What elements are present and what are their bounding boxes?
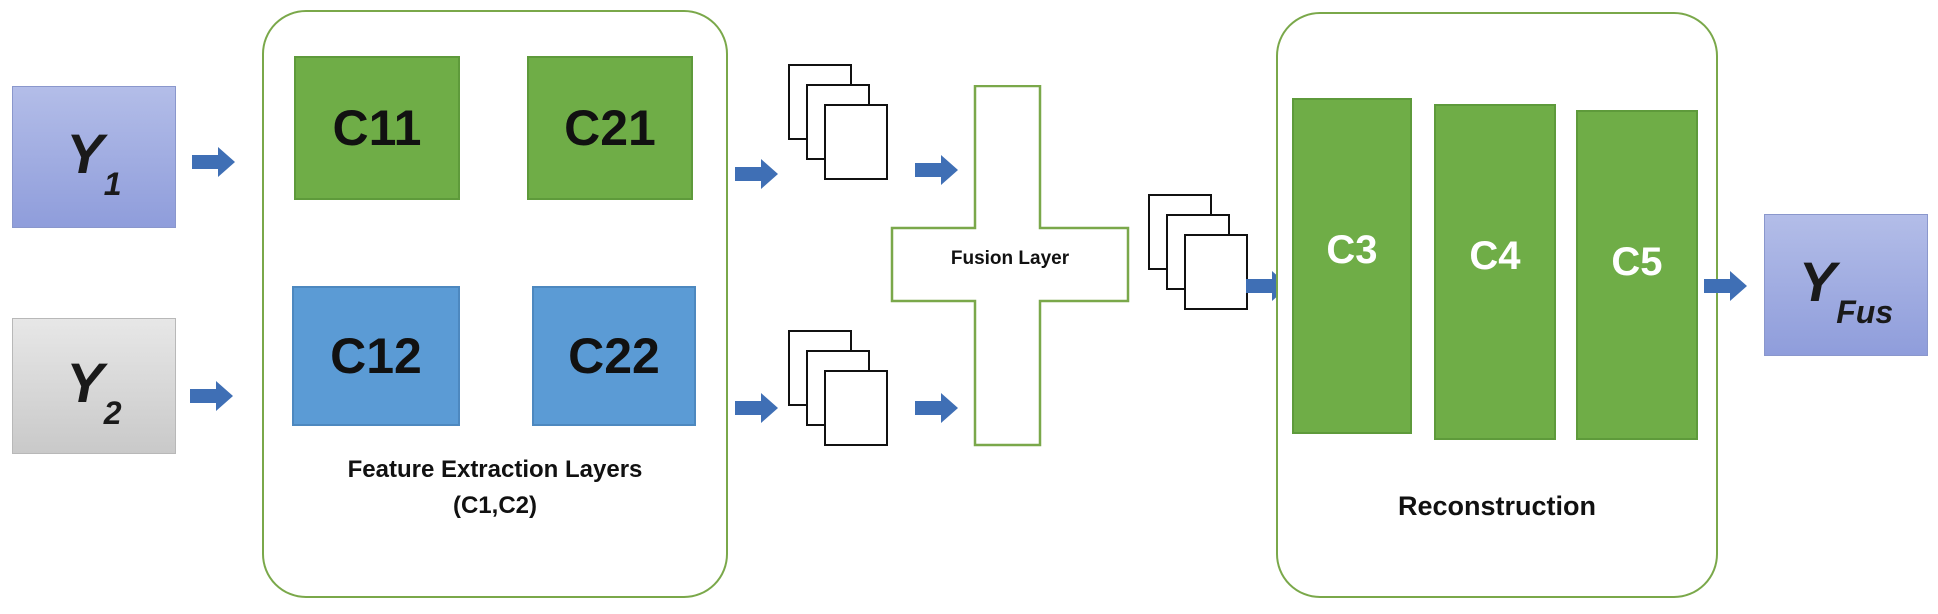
input-y1-box: Y1 — [12, 86, 176, 228]
feature-map-stack-bottom — [784, 326, 904, 466]
feature-extraction-caption-line1: Feature Extraction Layers — [347, 456, 643, 483]
input-y1-label: Y1 — [66, 121, 122, 203]
fusion-layer-label: Fusion Layer — [950, 248, 1070, 269]
block-c4-label: C4 — [1469, 234, 1521, 278]
arrow-extraction-to-maps-top — [735, 158, 779, 190]
feature-map — [824, 370, 888, 446]
feature-extraction-caption: Feature Extraction Layers (C1,C2) — [262, 452, 728, 524]
arrow-maps-to-fusion-top — [915, 154, 959, 186]
fusion-layer-cross — [890, 85, 1130, 447]
input-y2-label: Y2 — [66, 350, 122, 432]
feature-map-stack-fused — [1144, 190, 1264, 330]
block-c22: C22 — [532, 286, 696, 426]
block-c3-label: C3 — [1326, 228, 1378, 272]
block-c11-label: C11 — [332, 100, 422, 156]
arrow-y1-to-extraction — [192, 146, 236, 178]
block-c12-label: C12 — [330, 328, 422, 384]
block-c3: C3 — [1292, 98, 1412, 434]
block-c21: C21 — [527, 56, 693, 200]
block-c22-label: C22 — [568, 328, 660, 384]
block-c4: C4 — [1434, 104, 1556, 440]
block-c5-label: C5 — [1611, 240, 1663, 284]
output-yfus-label: YFus — [1798, 249, 1894, 331]
block-c5: C5 — [1576, 110, 1698, 440]
feature-map — [1184, 234, 1248, 310]
arrow-reconstruction-to-output — [1704, 270, 1748, 302]
feature-extraction-caption-line2: (C1,C2) — [452, 492, 537, 519]
output-yfus-box: YFus — [1764, 214, 1928, 356]
reconstruction-caption: Reconstruction — [1397, 491, 1597, 521]
arrow-y2-to-extraction — [190, 380, 234, 412]
arrow-maps-to-fusion-bottom — [915, 392, 959, 424]
feature-map — [824, 104, 888, 180]
input-y2-box: Y2 — [12, 318, 176, 454]
arrow-extraction-to-maps-bottom — [735, 392, 779, 424]
block-c11: C11 — [294, 56, 460, 200]
block-c12: C12 — [292, 286, 460, 426]
feature-map-stack-top — [784, 60, 904, 200]
block-c21-label: C21 — [564, 100, 656, 156]
